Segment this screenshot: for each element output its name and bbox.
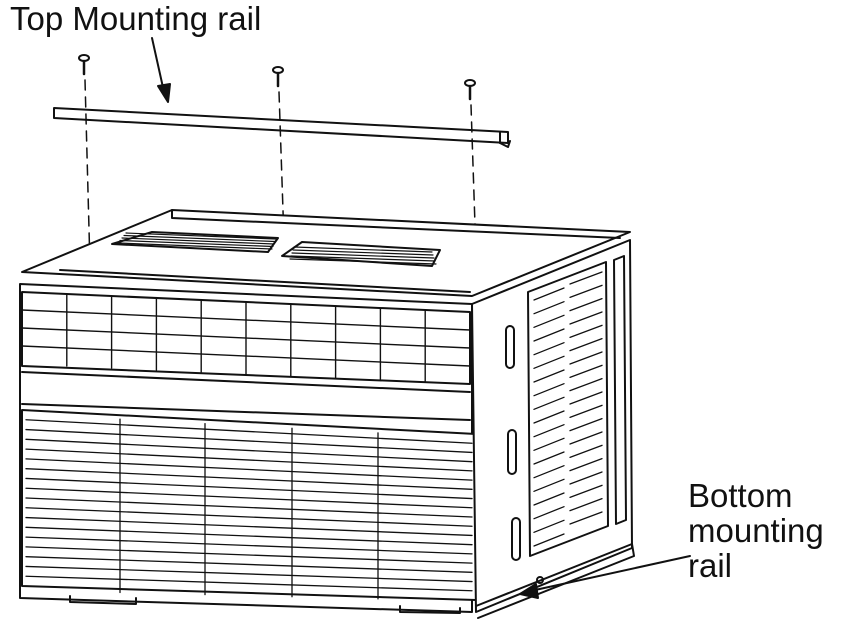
upper-louver-bar	[21, 345, 471, 367]
front-louver	[25, 575, 473, 592]
bottom-rail-label: Bottom mounting rail	[688, 478, 848, 583]
side-louver	[569, 484, 603, 498]
top-rail-label: Top Mounting rail	[10, 0, 262, 37]
upper-louver-bar	[21, 327, 471, 349]
front-louver	[25, 487, 473, 509]
top-mounting-rail	[53, 107, 511, 148]
top-rail-arrow	[151, 37, 171, 103]
side-louver	[533, 383, 565, 397]
side-louver	[533, 478, 565, 492]
side-louver	[569, 298, 603, 312]
top-grille-slat	[290, 255, 436, 262]
side-louver	[533, 301, 565, 315]
side-louver	[533, 287, 565, 301]
side-louver	[569, 351, 603, 365]
front-louver	[25, 477, 473, 500]
side-louver	[533, 437, 565, 451]
top-grille-slat	[117, 242, 273, 250]
side-louver	[533, 342, 565, 356]
screw-icon	[272, 66, 284, 88]
bottom-rail-label-line: Bottom	[688, 477, 793, 514]
side-louver	[533, 519, 565, 533]
side-louver	[533, 424, 565, 438]
top-grille-slat	[121, 237, 275, 245]
side-louver	[533, 506, 565, 520]
cabinet-front	[19, 283, 477, 614]
top-grille-slat	[291, 252, 435, 259]
top-grille-slat	[125, 232, 277, 240]
side-louver	[533, 355, 565, 369]
side-louver	[569, 338, 603, 352]
front-louver	[25, 536, 473, 555]
front-louver	[25, 468, 473, 490]
alignment-lines	[84, 79, 478, 286]
side-louver	[533, 451, 565, 465]
front-louver	[25, 516, 473, 537]
side-louver	[569, 271, 603, 285]
side-louver	[569, 458, 603, 472]
side-louver	[533, 369, 565, 383]
bottom-rail-label-line: rail	[688, 547, 733, 584]
front-louver	[25, 507, 473, 527]
front-louver	[25, 497, 473, 518]
front-louver	[25, 565, 473, 583]
cabinet-top	[21, 209, 631, 297]
front-louver	[25, 428, 473, 454]
screw-icon	[78, 54, 90, 76]
side-louver	[533, 410, 565, 424]
side-louver	[569, 498, 603, 512]
front-louver	[25, 419, 473, 444]
side-louver	[533, 396, 565, 410]
side-louver	[569, 378, 603, 392]
side-louver	[569, 471, 603, 485]
top-grille-slat	[292, 249, 434, 256]
side-louver	[569, 324, 603, 338]
side-louver	[569, 404, 603, 418]
cabinet-side	[471, 239, 635, 619]
side-louver	[533, 533, 565, 547]
side-louver	[569, 511, 603, 525]
upper-louver-bar	[21, 309, 471, 331]
top-grille-slat	[123, 234, 276, 243]
front-louver	[25, 458, 473, 481]
side-louver	[569, 418, 603, 432]
front-louver	[25, 546, 473, 564]
top-grille-slat	[119, 239, 274, 248]
front-louver	[25, 556, 473, 573]
side-louver	[569, 391, 603, 405]
side-louver	[569, 431, 603, 445]
side-louver	[533, 314, 565, 328]
top-grille-slat	[293, 246, 433, 253]
side-louver	[569, 444, 603, 458]
side-louver	[533, 328, 565, 342]
top-grille-slat	[289, 258, 437, 265]
side-louver	[533, 465, 565, 479]
screw-icon	[464, 79, 476, 101]
side-louver	[569, 311, 603, 325]
side-louver	[569, 284, 603, 298]
bottom-rail-label-line: mounting	[688, 512, 824, 549]
side-louver	[533, 492, 565, 506]
front-louver	[25, 438, 473, 463]
side-louver	[569, 364, 603, 378]
front-louver	[25, 448, 473, 472]
bottom-rail-arrow	[519, 555, 691, 599]
front-louver	[25, 526, 473, 546]
